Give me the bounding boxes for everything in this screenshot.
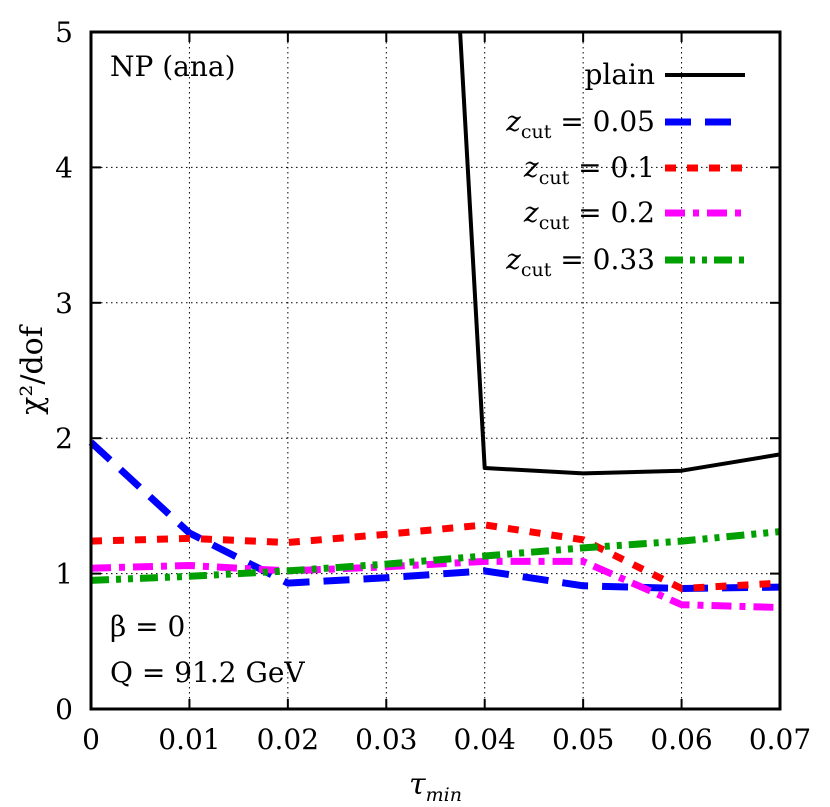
y-tick-label: 0	[55, 693, 73, 726]
series-line-3	[90, 557, 781, 611]
legend-label-0: plain	[584, 58, 655, 91]
legend-label-main: z	[523, 196, 539, 229]
series-line-2	[90, 521, 781, 592]
y-axis-title: χ²/dof	[15, 324, 50, 415]
annotation-np-ana: NP (ana)	[110, 50, 236, 83]
y-tick-label: 5	[55, 16, 73, 49]
y-tick-label: 3	[55, 287, 73, 320]
legend-label-3: zcut = 0.2	[523, 196, 655, 234]
legend-label-4: zcut = 0.33	[505, 243, 655, 281]
legend-label-2: zcut = 0.1	[523, 151, 655, 189]
x-axis-title-sub: min	[426, 784, 462, 806]
x-tick-label: 0.01	[158, 723, 220, 756]
legend-label-value: = 0.2	[569, 196, 655, 229]
legend-label-main: z	[505, 105, 521, 138]
legend-label-sub: cut	[539, 212, 570, 234]
x-tick-label: 0.02	[257, 723, 319, 756]
legend-label-value: = 0.1	[569, 151, 655, 184]
annotation-beta: β = 0	[110, 610, 185, 643]
series-layer	[88, 31, 781, 611]
axis-ticks	[90, 31, 781, 710]
legend-label-value: = 0.05	[551, 105, 655, 138]
legend-label-sub: cut	[539, 167, 570, 189]
y-tick-label: 1	[55, 558, 73, 591]
annotation-q-value: Q = 91.2 GeV	[110, 656, 305, 689]
series-line-4	[90, 528, 781, 584]
x-tick-label: 0.04	[454, 723, 516, 756]
y-tick-label: 4	[55, 151, 73, 184]
x-axis-title: τmin	[409, 767, 462, 806]
legend-label-sub: cut	[521, 259, 552, 281]
tick-labels: 0 0.01 0.02 0.03 0.04 0.05 0.06 0.07 0 1 2 3 4 5	[55, 16, 811, 756]
legend-label-value: = 0.33	[551, 243, 655, 276]
x-tick-label: 0.07	[749, 723, 811, 756]
x-tick-label: 0.03	[355, 723, 417, 756]
grid-lines	[91, 32, 780, 709]
legend-label-1: zcut = 0.05	[505, 105, 655, 143]
legend-label-sub: cut	[521, 121, 552, 143]
legend-label-main: z	[523, 151, 539, 184]
x-tick-label: 0.05	[552, 723, 614, 756]
legend-label-main: z	[505, 243, 521, 276]
x-tick-label: 0.06	[650, 723, 712, 756]
y-tick-label: 2	[55, 422, 73, 455]
plot-frame	[89, 30, 782, 711]
x-axis-title-main: τ	[409, 767, 426, 802]
series-line-0	[458, 31, 781, 476]
x-tick-label: 0	[82, 723, 100, 756]
series-line-1	[88, 439, 781, 592]
